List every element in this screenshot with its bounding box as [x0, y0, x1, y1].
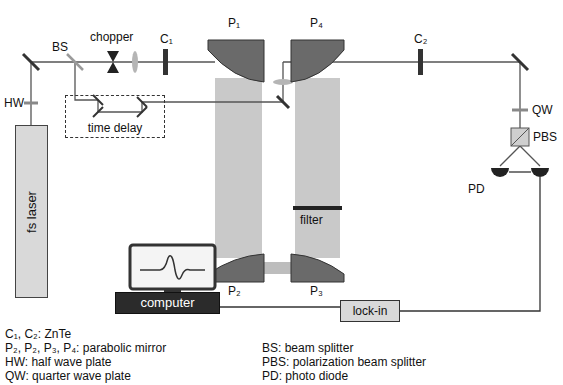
- laser-box: fs laser: [15, 125, 48, 298]
- thz-beam: [215, 78, 262, 258]
- mirror: [137, 107, 147, 117]
- key-note: C₁, C₂: ZnTe: [5, 327, 71, 341]
- part-label: QW: [532, 103, 553, 117]
- computer-base: computer: [115, 292, 220, 314]
- part-label: C₁: [160, 32, 173, 46]
- mirror: [137, 97, 147, 107]
- node-text: fs laser: [25, 191, 39, 233]
- waveform: [140, 256, 205, 279]
- node-text: lock-in: [353, 304, 388, 318]
- filter-plate: [293, 206, 342, 210]
- part-label: PBS: [533, 130, 557, 144]
- key-note: BS: beam splitter: [262, 341, 353, 355]
- signal-wire: [509, 171, 531, 172]
- mirror: [23, 54, 39, 70]
- mirror: [93, 107, 103, 117]
- znte-crystal: [418, 49, 423, 75]
- lockin-box: lock-in: [340, 300, 400, 322]
- monitor: [130, 245, 215, 289]
- znte-crystal: [163, 49, 168, 75]
- photodiode: [531, 168, 549, 177]
- mirror: [93, 95, 103, 105]
- parabolic-mirror: [291, 254, 344, 282]
- key-note: PD: photo diode: [262, 369, 348, 383]
- part-label: HW: [4, 96, 24, 110]
- parabolic-mirror: [208, 40, 264, 82]
- beam-splitter: [67, 54, 83, 70]
- half-wave-plate: [24, 102, 38, 105]
- thz-beam: [295, 78, 340, 258]
- signal-cable: [220, 306, 340, 307]
- key-note: HW: half wave plate: [5, 355, 112, 369]
- pbs-cube: [511, 128, 529, 146]
- mirror: [512, 54, 528, 70]
- node-text: time delay: [88, 121, 143, 135]
- part-label: P₁: [228, 16, 240, 30]
- photodiode: [491, 168, 509, 177]
- parabolic-mirror: [291, 40, 344, 82]
- part-label: filter: [300, 213, 323, 227]
- key-note: P₂, P₂, P₃, P₄: parabolic mirror: [5, 341, 166, 355]
- laser-beam: [31, 62, 215, 125]
- part-label: P₄: [310, 16, 323, 30]
- probe-beam: [500, 146, 540, 166]
- node-text: computer: [140, 296, 194, 310]
- thz-beam: [262, 262, 295, 274]
- part-label: BS: [52, 40, 68, 54]
- pbs-cube: [511, 128, 529, 146]
- part-label: P₃: [310, 284, 323, 298]
- quarter-wave-plate: [512, 109, 528, 112]
- mirror: [277, 96, 289, 108]
- key-note: PBS: polarization beam splitter: [262, 355, 426, 369]
- part-label: PD: [468, 182, 485, 196]
- chopper-symbol: [107, 51, 119, 73]
- part-label: C₂: [414, 32, 427, 46]
- lens: [273, 79, 293, 85]
- signal-wire: [400, 177, 540, 311]
- part-label: P₂: [228, 284, 241, 298]
- lens: [132, 51, 138, 73]
- key-note: QW: quarter wave plate: [5, 369, 131, 383]
- delay-stage: time delay: [65, 95, 165, 138]
- part-label: chopper: [90, 30, 133, 44]
